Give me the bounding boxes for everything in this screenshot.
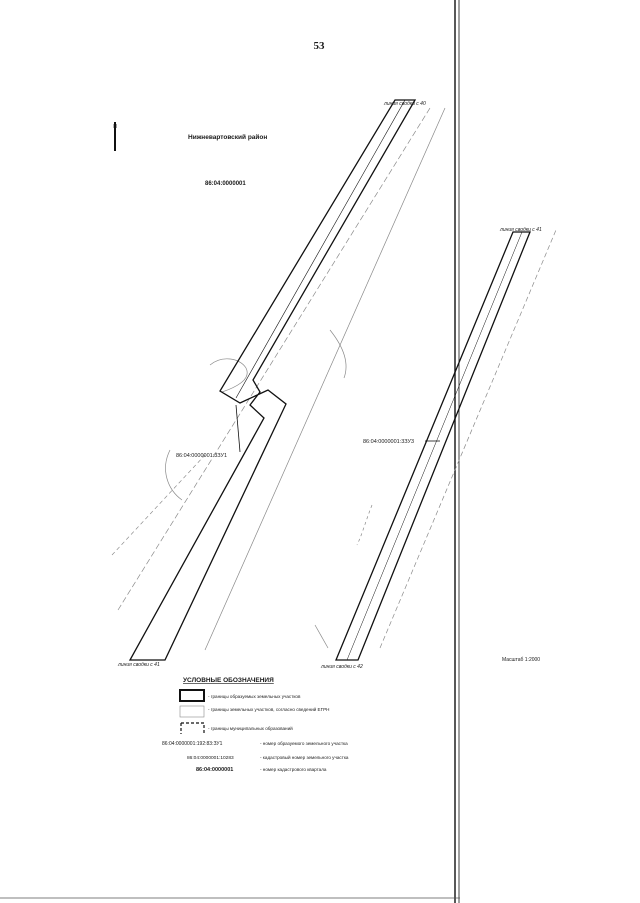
north-arrow-icon: N <box>113 122 117 151</box>
legend-desc-new-parcel: - номер образуемого земельного участка <box>260 741 348 746</box>
parcel-right-inner-line <box>346 231 523 661</box>
parcel-right-label: 86:04:0000001:3ЗУ3 <box>363 439 414 445</box>
legend-symbol-egrn-parcels <box>179 705 205 718</box>
quarter-label: 86:04:0000001 <box>205 181 246 187</box>
match-line-top-label: линия сводки с 40 <box>383 101 426 107</box>
road-boundaries <box>111 107 557 651</box>
legend-item-new-parcels: - границы образуемых земельных участков <box>208 694 301 699</box>
legend-symbol-municipal-bounds <box>180 722 205 734</box>
match-line-bottom-center-label: линия сводки с 42 <box>320 664 363 670</box>
legend-desc-quarter: - номер кадастрового квартала <box>260 767 327 772</box>
legend-desc-cadastral-number: - кадастровый номер земельного участка <box>260 754 349 760</box>
page-number: 53 <box>314 40 326 52</box>
svg-text:N: N <box>113 124 117 130</box>
parcel-left-boundary[interactable] <box>128 99 417 661</box>
match-line-right-label: линия сводки с 41 <box>499 227 542 233</box>
scale-label: Масштаб 1:2000 <box>502 657 540 663</box>
parcel-right-boundary[interactable] <box>335 231 531 661</box>
legend: УСЛОВНЫЕ ОБОЗНАЧЕНИЯ - границы образуемы… <box>162 677 349 773</box>
legend-code-quarter: 86:04:0000001 <box>196 767 233 773</box>
legend-code-new-parcel: 86:04:0000001:192:83:ЗУ1 <box>162 741 223 747</box>
legend-item-municipal-bounds: - границы муниципальных образований <box>208 725 293 731</box>
parcel-left-label: 86:04:0000001:3ЗУ1 <box>176 453 227 459</box>
parcel-left-inner-line <box>235 99 406 399</box>
legend-item-egrn-parcels: - границы земельных участков, согласно с… <box>208 706 329 712</box>
match-line-bottom-left-label: линия сводки с 41 <box>117 662 160 668</box>
district-label: Нижневартовский район <box>188 133 267 141</box>
leader-lines <box>235 404 440 453</box>
legend-symbol-new-parcels <box>179 689 205 702</box>
legend-code-cadastral-number: 86:04:0000001:10283 <box>187 755 234 761</box>
legend-title: УСЛОВНЫЕ ОБОЗНАЧЕНИЯ <box>183 677 274 684</box>
